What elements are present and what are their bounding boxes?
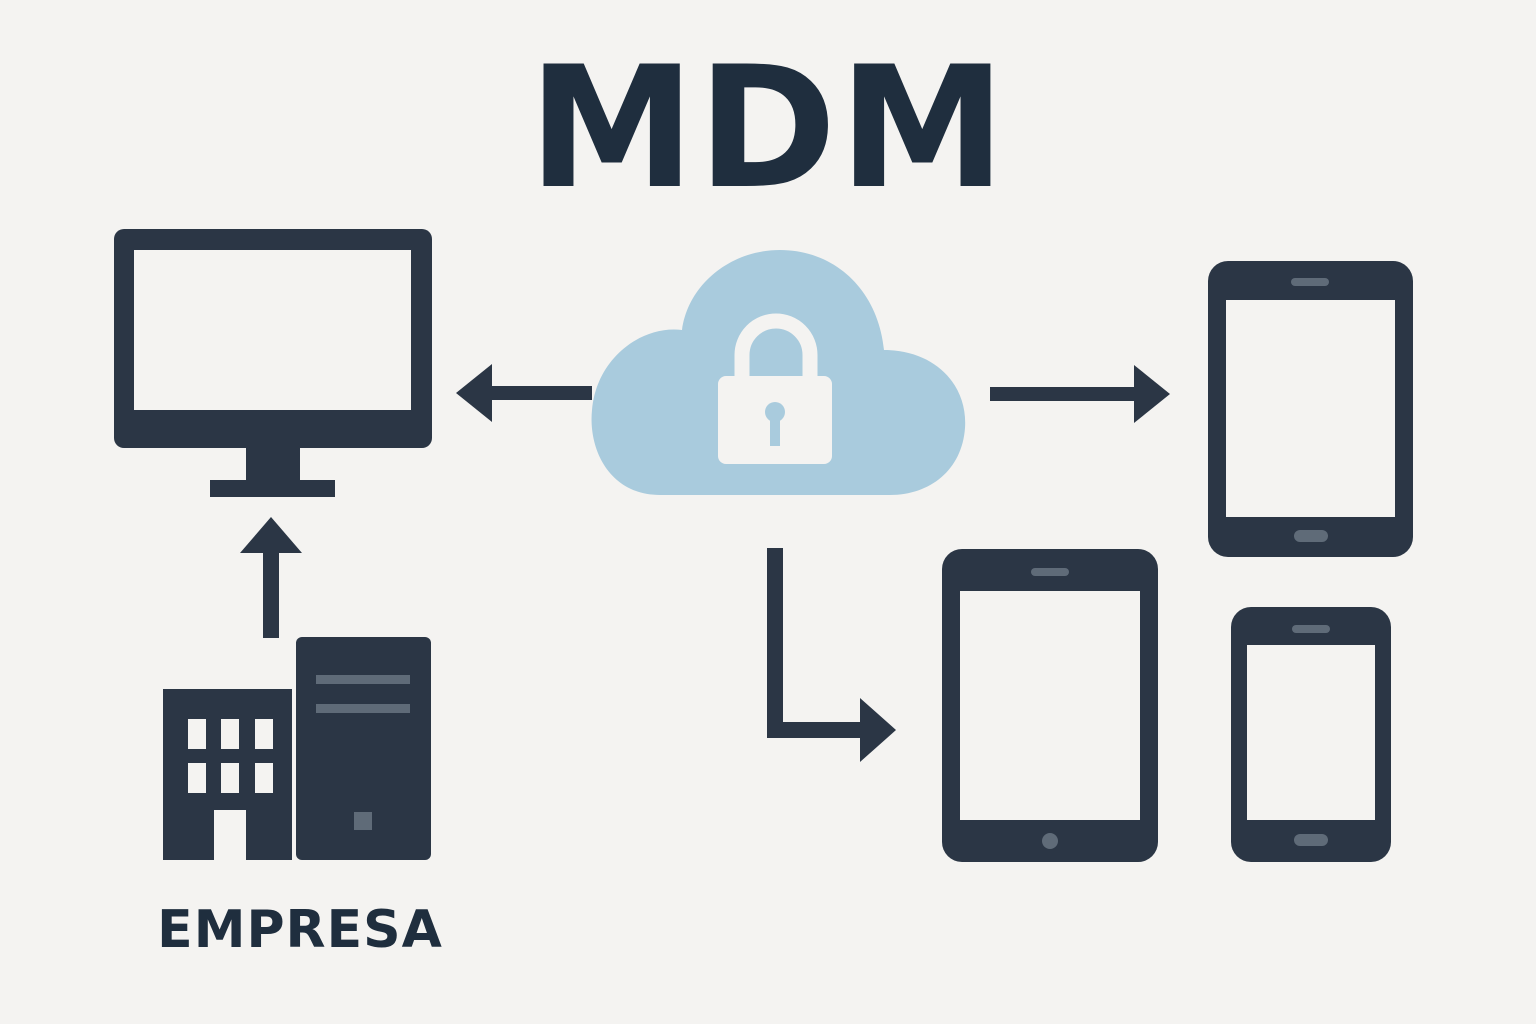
arrow-company-to-monitor [240,517,302,638]
smartphone-icon [1231,607,1391,862]
tablet-icon [942,549,1158,862]
tablet-icon [1208,261,1413,557]
desktop-monitor-icon [114,229,432,497]
padlock-icon [718,313,832,464]
diagram-title: MDM [528,30,1008,226]
company-label: EMPRESA [157,900,443,960]
office-building-icon [163,689,292,860]
arrow-cloud-to-devices [767,548,896,762]
arrow-cloud-to-tablet [990,365,1170,423]
cloud-icon [591,250,966,495]
server-tower-icon [296,637,431,860]
arrow-cloud-to-monitor [456,364,592,422]
